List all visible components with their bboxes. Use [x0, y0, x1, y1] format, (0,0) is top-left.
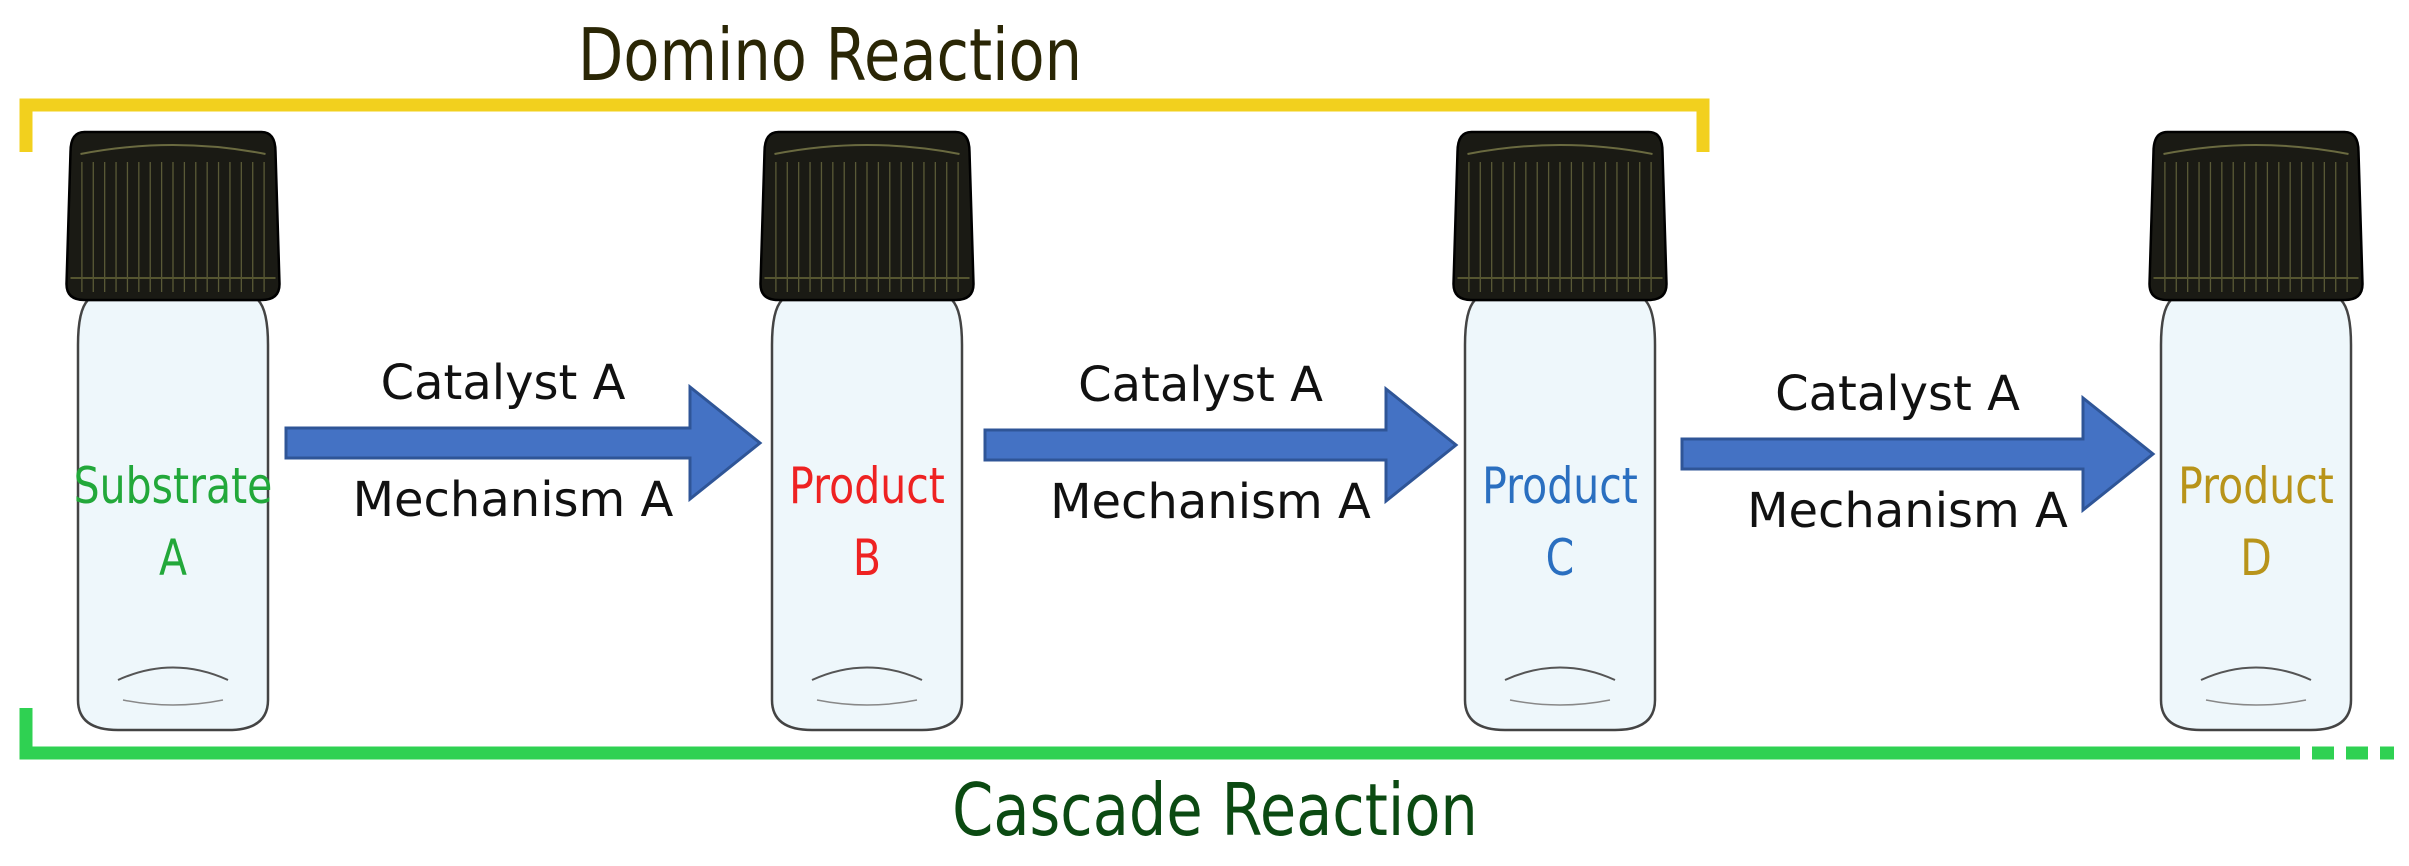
mechanism-label: Mechanism A [1747, 483, 2068, 539]
vial-label-line1: Product [1482, 457, 1638, 515]
arrow-shape [1680, 394, 2156, 514]
reaction-arrows: Catalyst A Mechanism A Catalyst A Mechanism… [284, 355, 2156, 539]
mechanism-label: Mechanism A [1050, 474, 1371, 530]
vial-label-line2: D [2240, 529, 2272, 587]
vial-glass [770, 298, 964, 732]
vial-bottom-curve [1509, 699, 1611, 706]
vial-label-line2: A [159, 529, 187, 587]
vial-cap-rim [1467, 144, 1653, 155]
vial-bottom-curve [122, 699, 224, 706]
cascade-reaction-label: Cascade Reaction [952, 768, 1478, 852]
mechanism-label: Mechanism A [353, 472, 674, 528]
vial-label-line1: Product [2178, 457, 2334, 515]
vial-cap-rim [774, 144, 960, 155]
vial-bottom-curve [117, 666, 229, 681]
arrow-shape [983, 385, 1459, 505]
vial-label-line2: B [853, 529, 881, 587]
vial-glass [76, 298, 270, 732]
domino-reaction-label: Domino Reaction [578, 13, 1082, 97]
cascade-bracket [19, 708, 2300, 760]
catalyst-label: Catalyst A [381, 355, 626, 411]
vial-bottom-curve [2205, 699, 2307, 706]
vial-glass [1463, 298, 1657, 732]
reaction-arrow: Catalyst A Mechanism A [1680, 366, 2156, 539]
arrow-shape [284, 383, 763, 503]
vial-cap-rim [80, 144, 266, 155]
vial-label-line1: Substrate [74, 457, 273, 515]
catalyst-label: Catalyst A [1775, 366, 2020, 422]
reaction-arrow: Catalyst A Mechanism A [983, 357, 1459, 530]
vial-bottom-curve [816, 699, 918, 706]
vial-glass [2159, 298, 2353, 732]
vial-bottom-curve [811, 666, 923, 681]
catalyst-label: Catalyst A [1078, 357, 1323, 413]
vial-bottom-curve [2200, 666, 2312, 681]
vial-bottom-curve [1504, 666, 1616, 681]
vial-label-line1: Product [789, 457, 945, 515]
vial-cap-rim [2163, 144, 2349, 155]
domino-bracket [19, 98, 1710, 152]
reaction-arrow: Catalyst A Mechanism A [284, 355, 763, 528]
vial-label-line2: C [1546, 529, 1575, 587]
